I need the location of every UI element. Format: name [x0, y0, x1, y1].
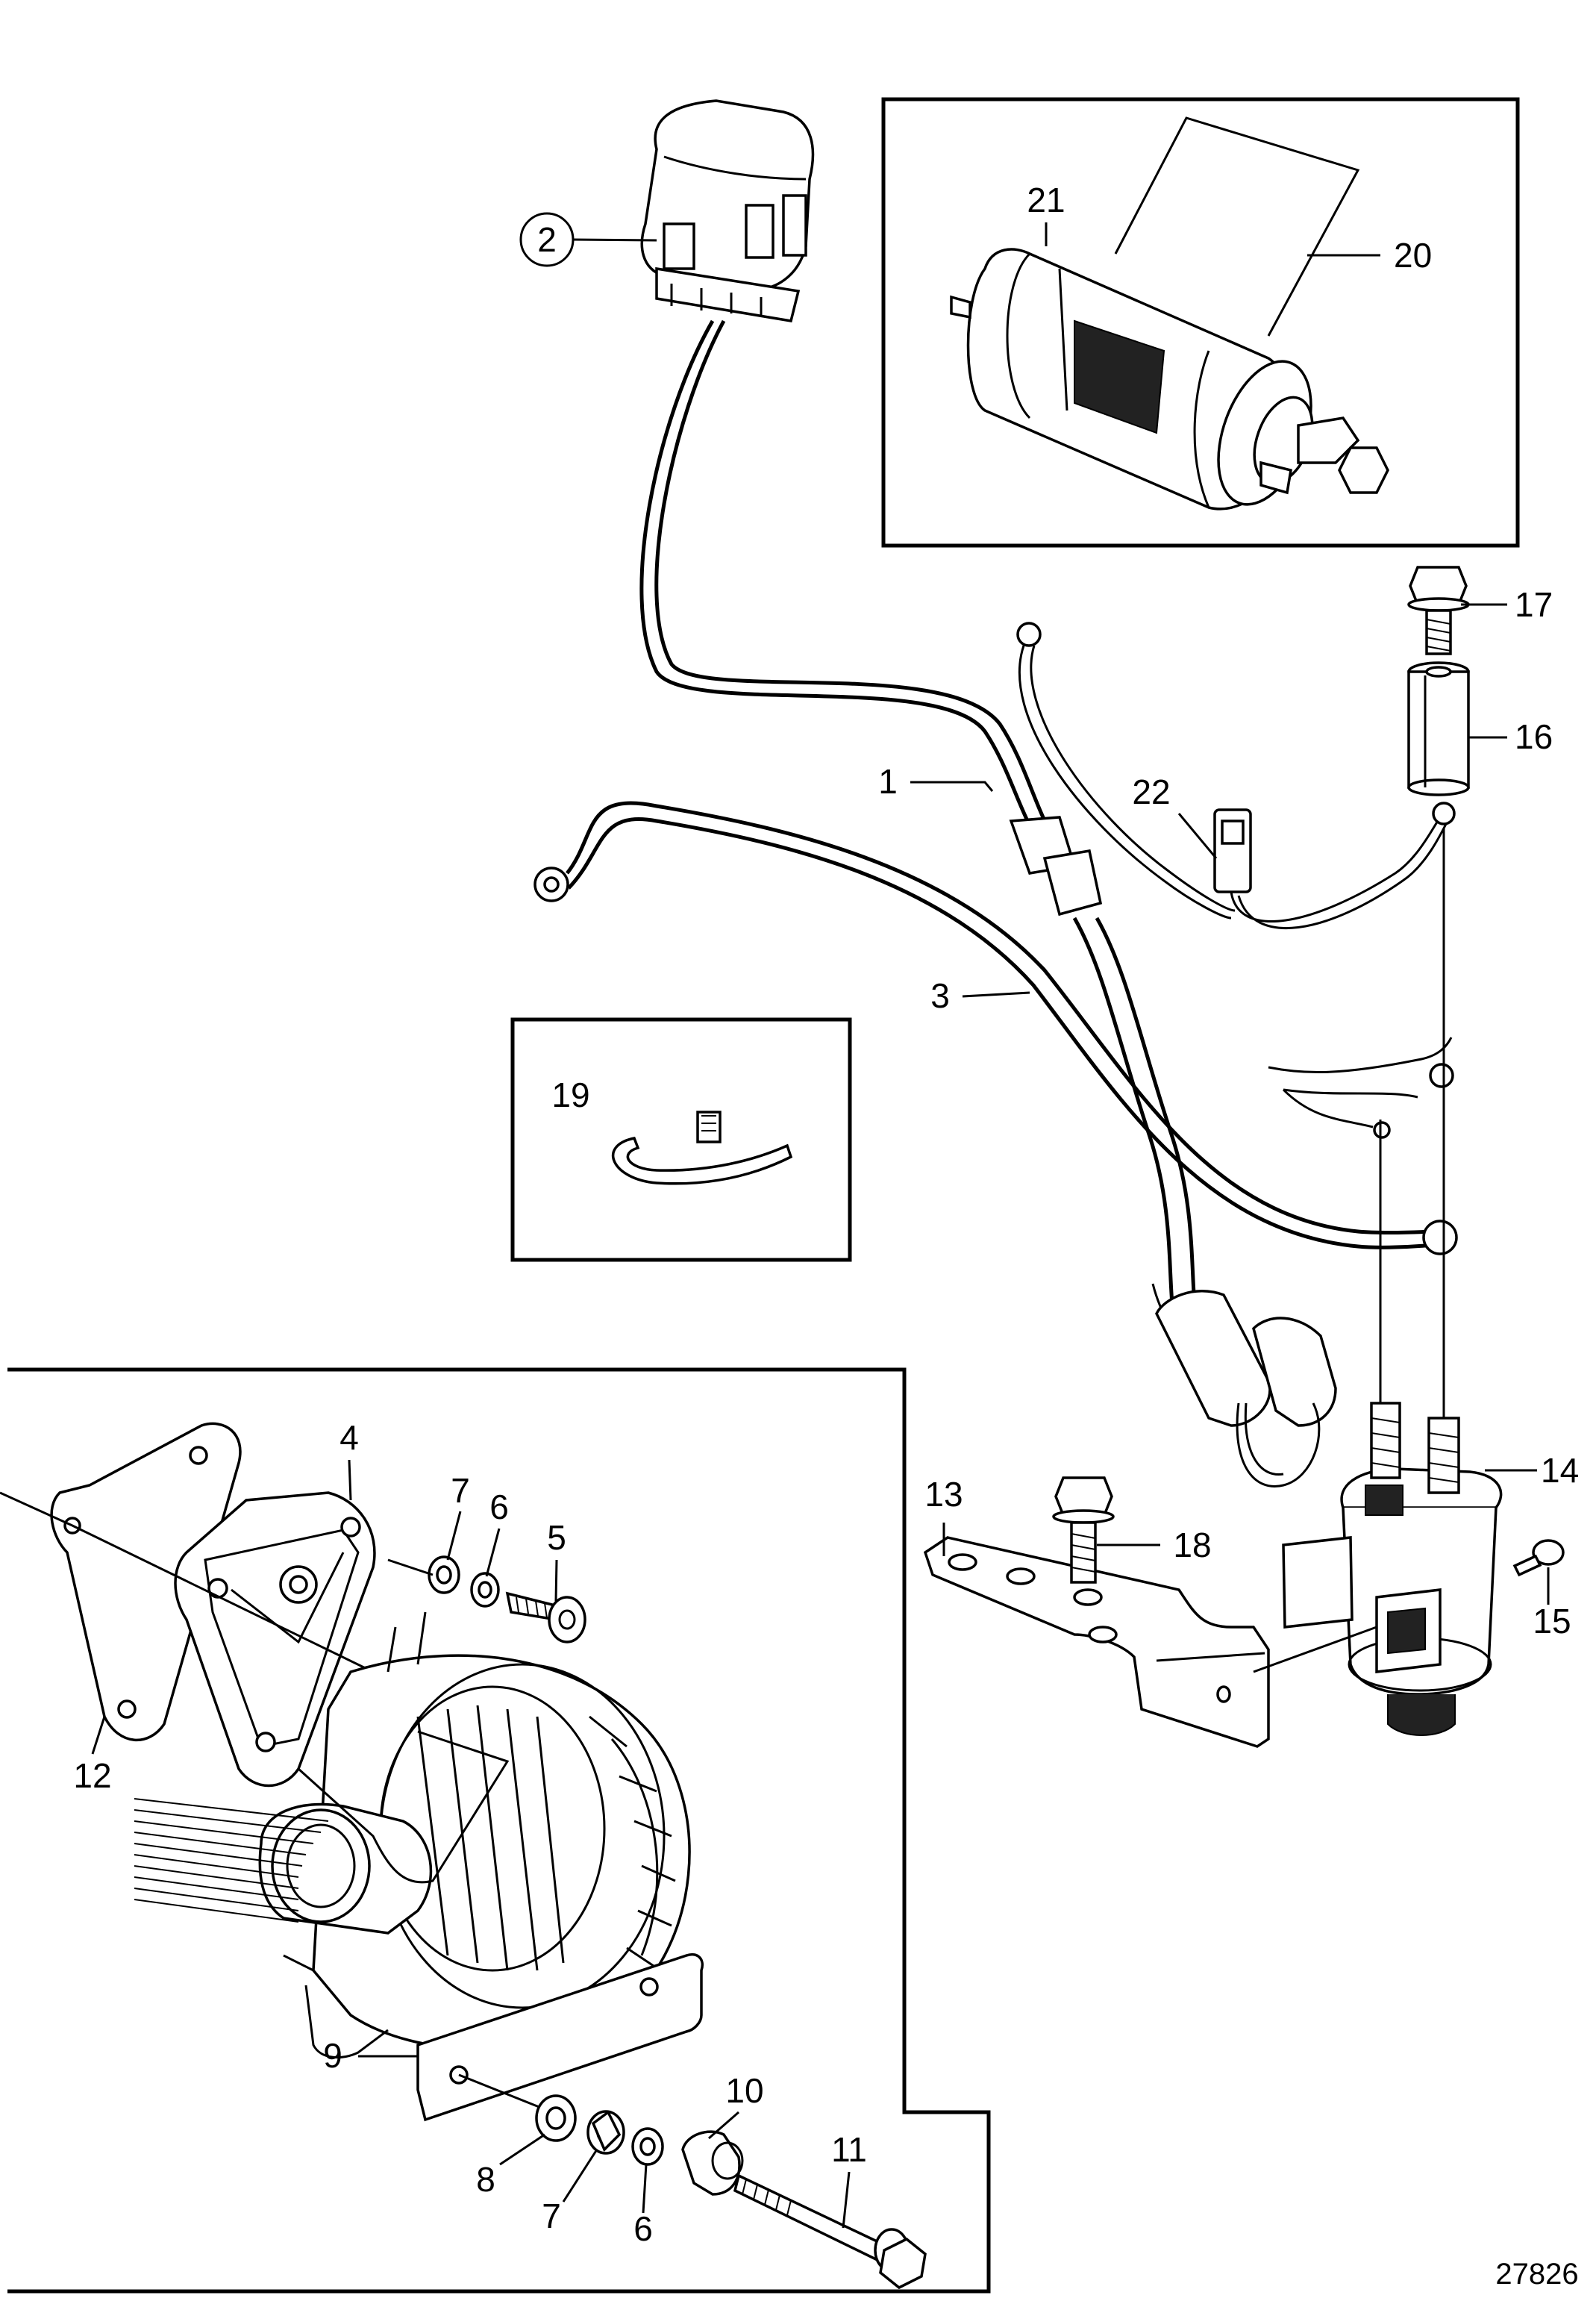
relay-14	[1282, 1402, 1503, 1736]
callout-1: 1	[878, 762, 898, 801]
callout-6-upper: 6	[489, 1487, 509, 1526]
callout-3: 3	[930, 976, 950, 1015]
cable-tie-inset	[510, 1017, 852, 1262]
callout-11: 11	[831, 2130, 867, 2169]
callout-17: 17	[1515, 585, 1553, 624]
callout-8: 8	[476, 2160, 495, 2199]
callout-16: 16	[1515, 717, 1553, 756]
screw-15	[1512, 1539, 1565, 1577]
callout-9: 9	[323, 2036, 342, 2075]
callout-7-upper: 7	[451, 1471, 470, 1510]
callout-12: 12	[73, 1756, 111, 1795]
callout-19: 19	[551, 1076, 589, 1114]
connector-2	[640, 99, 815, 322]
wiring-harness-cables	[533, 319, 1458, 1487]
alternator-inset	[0, 1367, 991, 2294]
callout-22: 22	[1132, 772, 1170, 811]
callout-21: 21	[1027, 181, 1065, 219]
spacer-16	[1407, 661, 1470, 796]
callout-20: 20	[1394, 236, 1432, 275]
callout-2: 2	[537, 220, 557, 259]
callout-18: 18	[1173, 1526, 1211, 1564]
bracket-13	[923, 1536, 1270, 1748]
callout-13: 13	[924, 1475, 963, 1514]
diagram-reference-number: 27826	[1495, 2258, 1578, 2291]
callout-15: 15	[1533, 1602, 1571, 1641]
bolt-17	[1407, 566, 1470, 655]
callout-4: 4	[339, 1418, 359, 1457]
starter-motor-inset	[881, 97, 1520, 548]
callout-6-lower: 6	[633, 2209, 653, 2248]
bolt-18	[1052, 1476, 1115, 1584]
callout-7-lower: 7	[542, 2197, 561, 2235]
callout-10: 10	[725, 2071, 763, 2110]
callout-5: 5	[547, 1518, 566, 1557]
callout-14: 14	[1541, 1451, 1579, 1490]
